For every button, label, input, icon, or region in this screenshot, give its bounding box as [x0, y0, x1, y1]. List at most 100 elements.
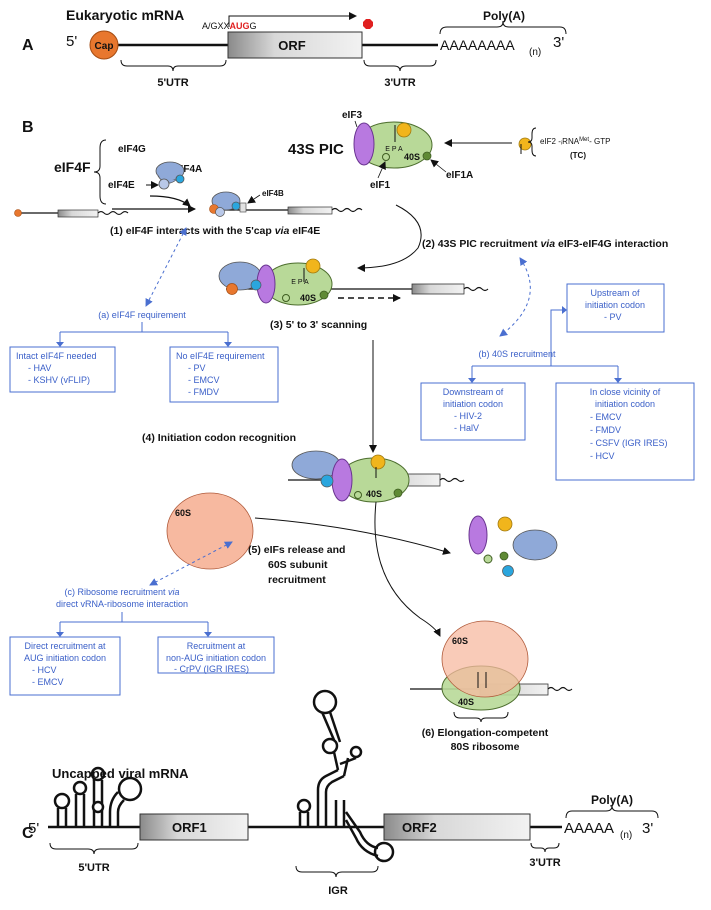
- box-aug-item: - EMCV: [32, 677, 64, 687]
- box-non-aug: Recruitment at non-AUG initiation codon …: [157, 636, 275, 674]
- scan-mrna-polya: [463, 286, 489, 292]
- box-aug-title: Direct recruitment at: [24, 641, 106, 651]
- igr-stem-1: [298, 812, 310, 827]
- free-mrna: [14, 209, 129, 218]
- scan-sites: E P A: [291, 279, 309, 286]
- ternary-complex: [518, 127, 537, 157]
- eif4e-label: eIF4E: [108, 180, 135, 191]
- ribo-60s-label: 60S: [452, 636, 468, 646]
- req-c-label-line1: (c) Ribosome recruitment via: [64, 587, 179, 597]
- panel-c-title: Uncapped viral mRNA: [52, 766, 189, 781]
- box-upstream: Upstream of initiation codon - PV: [566, 283, 665, 333]
- eif3-pointer: [354, 120, 358, 128]
- igr-loop-2b-icon: [349, 745, 363, 759]
- released-eif1a-shape: [499, 551, 509, 561]
- loop-2-icon: [72, 780, 88, 796]
- box-vicinity-item: - EMCV: [590, 412, 622, 422]
- req-a-connector: [59, 322, 229, 345]
- box-intact-item: - HAV: [28, 363, 51, 373]
- c-utr5-label: 5'UTR: [78, 862, 109, 874]
- box-upstream-item: - PV: [604, 312, 622, 322]
- scan-mrna-orf: [411, 283, 465, 295]
- box-intact-frame: [9, 346, 116, 393]
- eif3-label: eIF3: [342, 110, 362, 121]
- box-downstream-item: - HIV-2: [454, 411, 482, 421]
- box-downstream-title: Downstream of: [443, 387, 504, 397]
- eif1-pointer: [377, 161, 386, 179]
- box-aug-item: - HCV: [32, 665, 57, 675]
- box-vicinity-title: initiation codon: [595, 399, 655, 409]
- req-a-label: (a) eIF4F requirement: [98, 310, 186, 320]
- bound-eif4a-shape: [231, 201, 241, 211]
- released-eifs: [468, 515, 558, 577]
- igr-stem-4: [334, 800, 379, 858]
- loop-3a-icon: [91, 800, 105, 814]
- c-igr-brace: [295, 865, 379, 878]
- scanning-complex: E P A 40S: [218, 258, 489, 306]
- panel-b: B eIF4F eIF4G eIF4A eIF4E: [9, 110, 695, 753]
- box-vicinity-title: In close vicinity of: [590, 387, 661, 397]
- box-no-eif4e: No eIF4E requirement - PV - EMCV - FMDV: [169, 346, 279, 403]
- eif1a-label: eIF1A: [446, 170, 473, 181]
- scan-40s-label: 40S: [300, 293, 316, 303]
- box-noeif4e-frame: [169, 346, 279, 403]
- loop-1-icon: [53, 792, 71, 810]
- box-vicinity-item: - HCV: [590, 451, 615, 461]
- c-polya-title: Poly(A): [591, 793, 633, 807]
- box-noeif4e-title: No eIF4E requirement: [176, 351, 265, 361]
- eif1-label: eIF1: [370, 180, 390, 191]
- box-nonaug-title: non-AUG initiation codon: [166, 653, 266, 663]
- req-c-arrowhead-left: [56, 632, 64, 637]
- req-b-arrowhead-right: [614, 378, 622, 383]
- scan-eif1a-shape: [319, 290, 329, 300]
- released-eif4g-shape: [512, 529, 558, 561]
- step4-label: (4) Initiation codon recognition: [142, 432, 296, 444]
- free-60s-subunit: [166, 492, 254, 570]
- ribo-40s-label: 40S: [458, 697, 474, 707]
- igr-loop-1-icon: [296, 798, 312, 814]
- eif4b-label: eIF4B: [262, 189, 284, 198]
- rec-eif1a-shape: [393, 488, 403, 498]
- step2-arrow: [357, 204, 422, 272]
- req-b-label: (b) 40S recruitment: [478, 349, 556, 359]
- rec-eif1-shape: [354, 491, 362, 499]
- released-eif1-shape: [483, 554, 493, 564]
- orf-box: [227, 31, 363, 59]
- polya-n: (n): [529, 47, 541, 58]
- pic-eif1-shape: [382, 153, 390, 161]
- orf1-box: [139, 813, 249, 841]
- rec-mrna-polya: [439, 477, 465, 483]
- igr-stem-2: [316, 768, 345, 827]
- free-60s: 60S: [166, 492, 254, 570]
- polya-tail: AAAAAAAA: [440, 37, 515, 53]
- stem-3: [92, 780, 104, 827]
- orf1-label: ORF1: [172, 820, 207, 835]
- scan-eif4a-shape: [250, 279, 262, 291]
- step5-label-line1: (5) eIFs release and: [248, 544, 345, 556]
- tc-label: eIF2 -ᵢRNAMet- GTP: [540, 137, 610, 146]
- ribosome-80s: 60S 40S: [410, 620, 573, 711]
- scan-trna-shape: [305, 258, 321, 274]
- rec-eif4a-shape: [320, 474, 334, 488]
- pic-title: 43S PIC: [288, 141, 344, 158]
- req-b-connector: [471, 309, 619, 380]
- bound-eif4e-shape: [215, 207, 225, 217]
- ribo-mrna-polya: [547, 686, 573, 692]
- eif1a-pointer: [430, 159, 447, 173]
- eif4b-shape: [239, 202, 247, 213]
- c-polya-n: (n): [620, 830, 632, 841]
- box-vicinity: In close vicinity of initiation codon - …: [555, 382, 695, 481]
- box-noeif4e-item: - FMDV: [188, 387, 219, 397]
- box-noeif4e-item: - PV: [188, 363, 206, 373]
- igr-loop-2a-icon: [321, 737, 339, 755]
- eif4a-label: eIF4A: [175, 164, 202, 175]
- req-a-arrowhead-left: [56, 342, 64, 347]
- eif4b-pointer: [247, 194, 261, 204]
- c-polya-tail: AAAAA: [564, 820, 614, 837]
- pic-eif3-shape: [353, 122, 375, 166]
- orf-label: ORF: [278, 38, 306, 53]
- box-vicinity-item: - CSFV (IGR IRES): [590, 438, 668, 448]
- eif4e-shape: [158, 178, 170, 190]
- loop-3b-icon: [90, 766, 106, 782]
- step5-arrow: [374, 501, 441, 637]
